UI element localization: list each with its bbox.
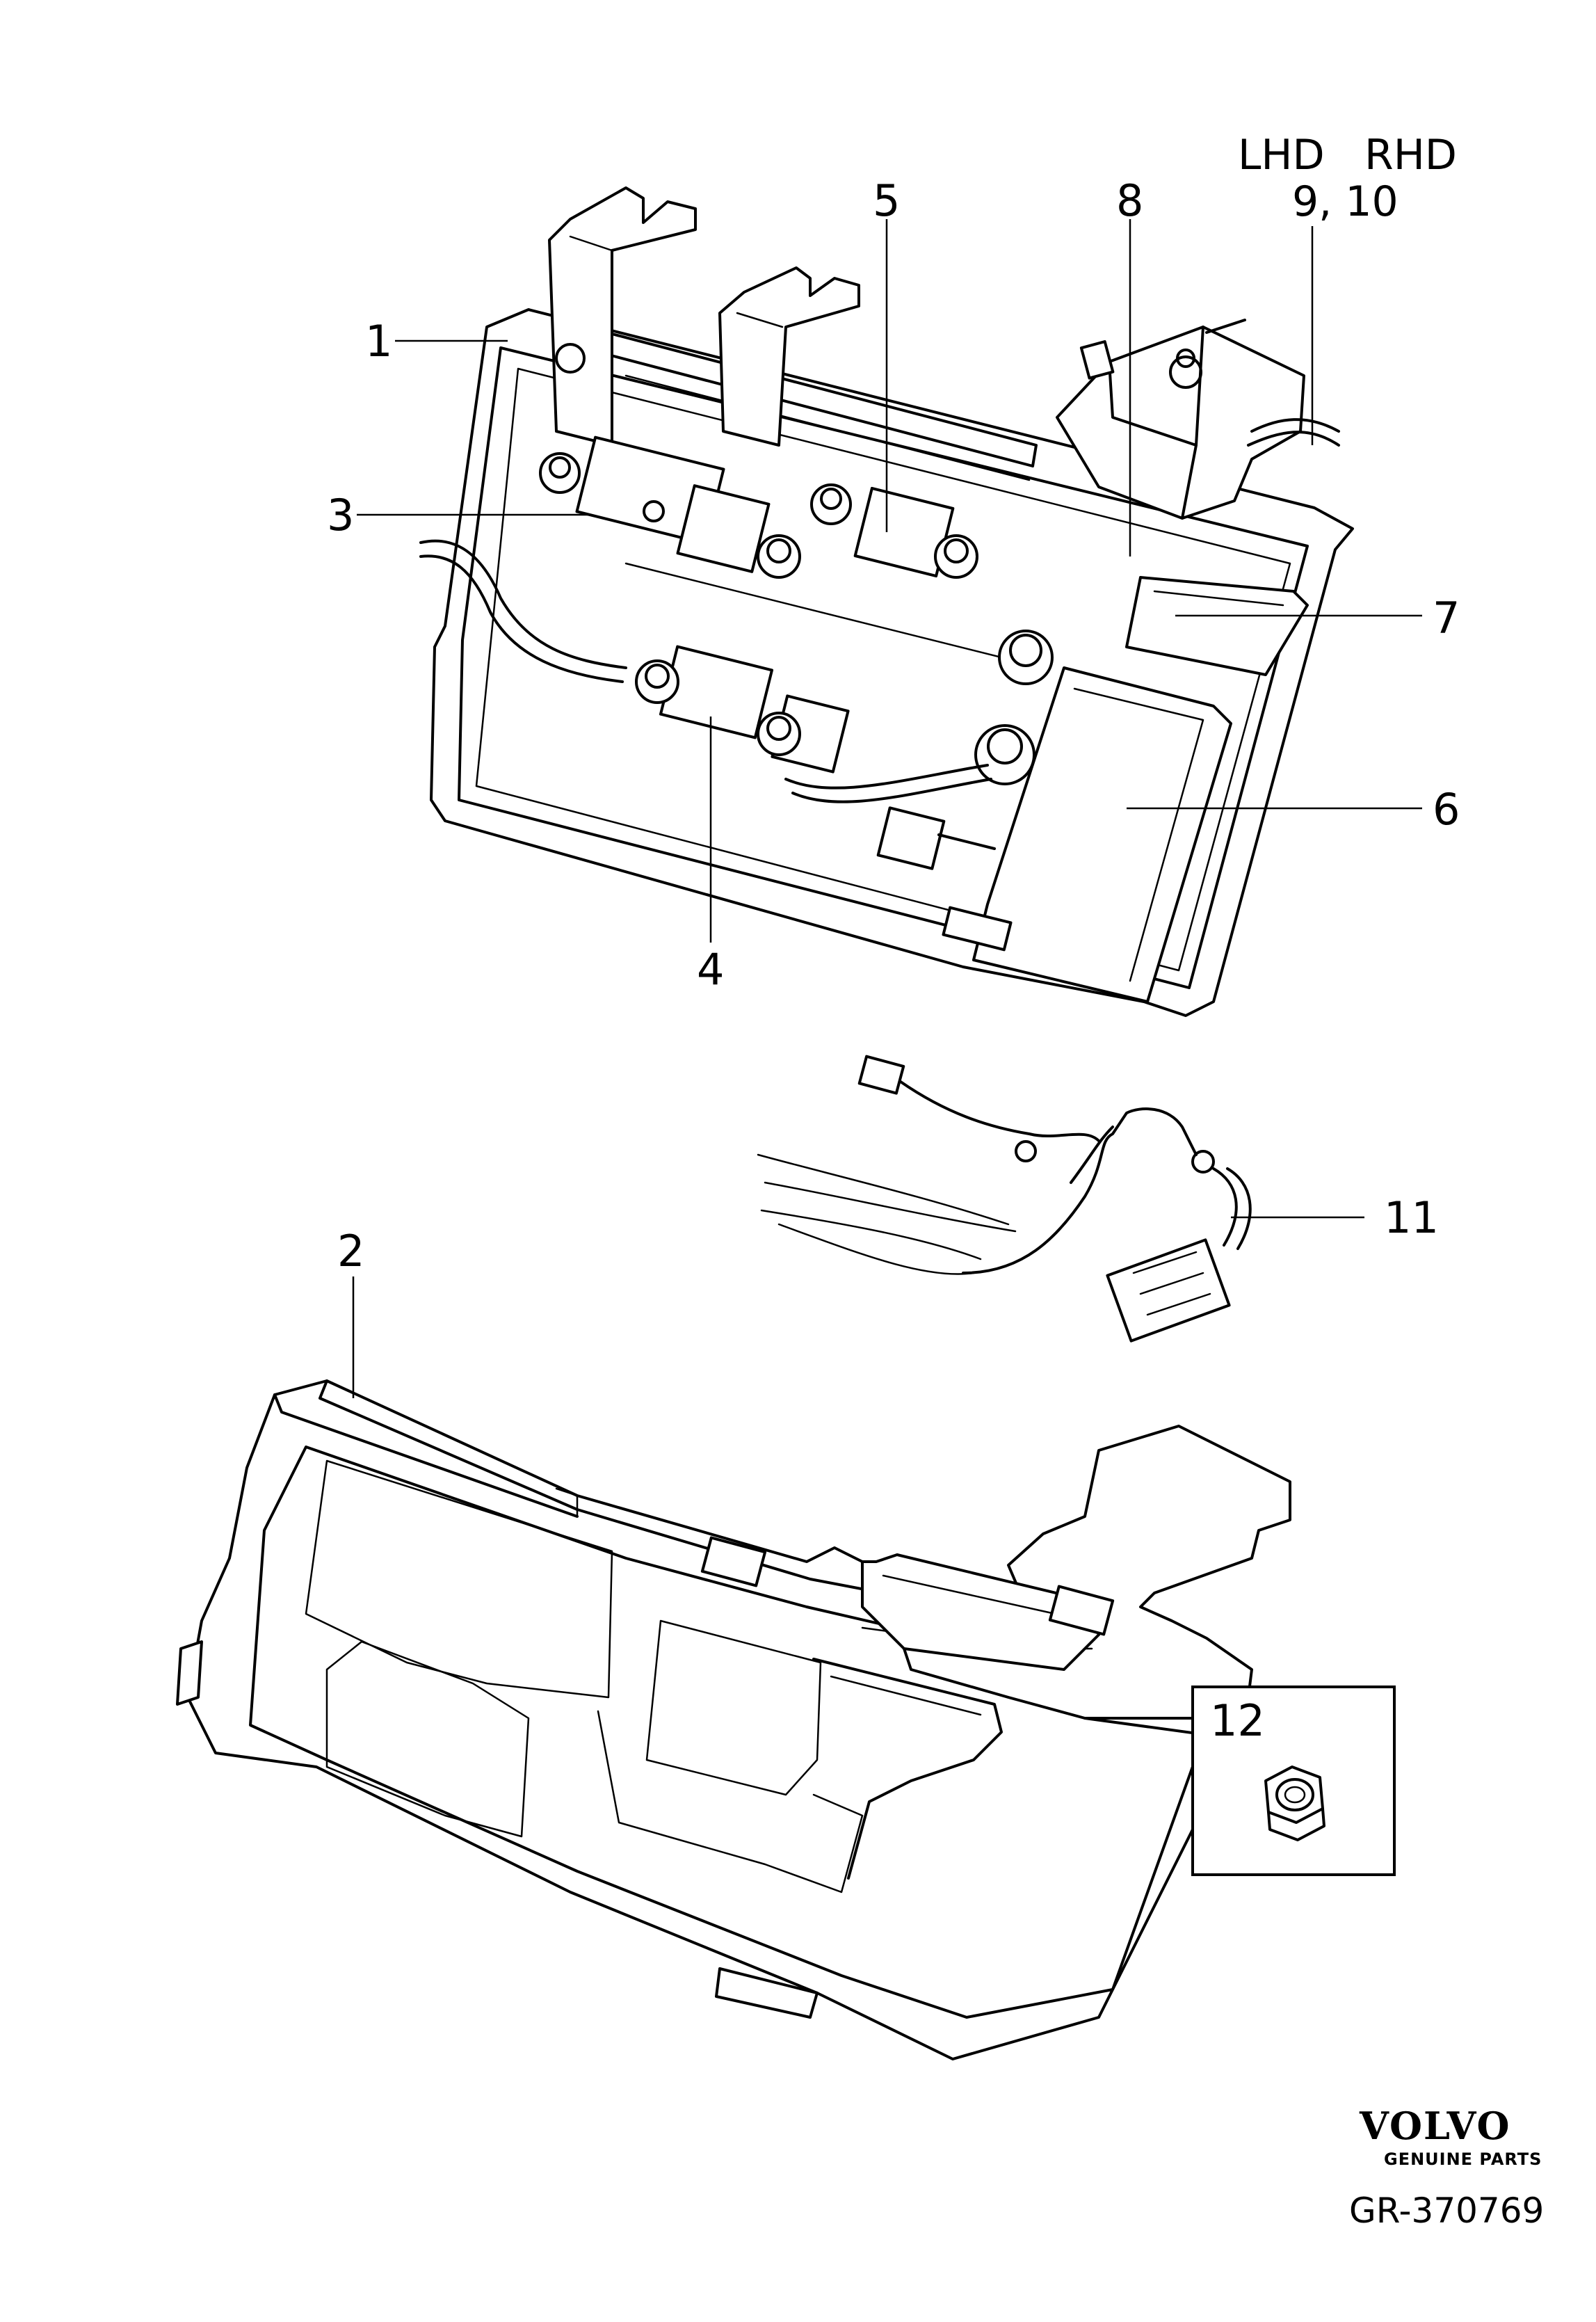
callout-8: 8 [1116, 175, 1143, 226]
callout-12: 12 [1210, 1695, 1265, 1746]
diagram-reference: GR-370769 [1349, 2191, 1544, 2231]
volvo-logo-icon: VOLVO [1359, 2104, 1511, 2148]
callout-3: 3 [327, 490, 354, 541]
upper-assembly [419, 186, 1354, 1017]
callout-11: 11 [1384, 1192, 1439, 1243]
callout-7: 7 [1433, 593, 1460, 643]
leader-lines [352, 219, 1422, 1398]
part-12-box [1191, 1686, 1396, 1876]
footer: VOLVO GENUINE PARTS GR-370769 [1349, 2104, 1544, 2231]
cover-assembly [176, 1379, 1291, 2060]
relay-row-lower [624, 562, 1054, 785]
genuine-parts-label: GENUINE PARTS [1384, 2149, 1542, 2169]
wiring-harness [757, 1055, 1252, 1343]
callout-2: 2 [337, 1226, 364, 1276]
header-lhd-label: LHD [1238, 131, 1325, 179]
callout-1: 1 [365, 316, 392, 367]
callout-4: 4 [697, 944, 724, 995]
relay-row-upper [539, 435, 978, 579]
callout-6: 6 [1433, 784, 1460, 835]
hex-nut-icon [1264, 1765, 1325, 1841]
callouts: LHD RHD 9, 10 5 8 1 3 7 6 4 11 2 12 [327, 131, 1460, 1746]
header-rhd-label: RHD [1364, 131, 1457, 179]
callout-5: 5 [873, 175, 900, 226]
callout-9-10: 9, 10 [1292, 177, 1398, 226]
